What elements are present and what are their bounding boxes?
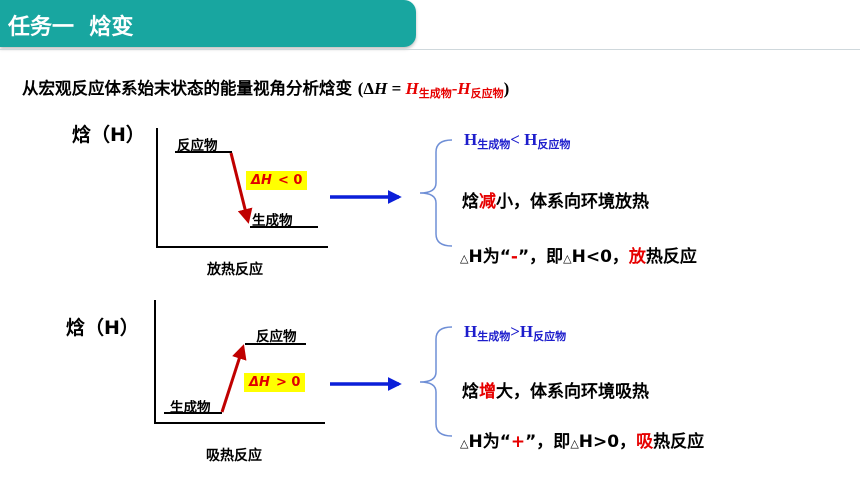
exo-line-enthalpy: 焓减小，体系向环境放热 — [462, 192, 649, 212]
subtitle-formula: (ΔH = H生成物-H反应物) — [357, 79, 510, 100]
endo-dh-badge: ΔH> 0 — [244, 373, 306, 392]
page-title: 任务一 焓变 — [8, 15, 134, 40]
endo-caption: 吸热反应 — [206, 448, 262, 464]
endo-energy-arrow — [220, 344, 247, 413]
exo-comparison: H生成物< H反应物 — [464, 130, 571, 151]
exo-product-label: 生成物 — [252, 213, 293, 229]
exo-axis-title: 焓（H） — [72, 124, 145, 146]
endo-brace — [419, 326, 453, 437]
endo-line-sign: △H为“+”，即△H>0，吸热反应 — [460, 432, 705, 452]
exo-brace — [419, 139, 453, 247]
endo-axes — [154, 300, 325, 424]
endo-comparison: H生成物>H反应物 — [464, 322, 567, 343]
header-divider — [0, 49, 860, 50]
exo-caption: 放热反应 — [207, 262, 263, 278]
exo-axes — [156, 128, 328, 248]
endo-product-label: 生成物 — [170, 400, 211, 416]
exo-line-sign: △H为“-”，即△H<0，放热反应 — [460, 247, 697, 267]
subtitle: 从宏观反应体系始末状态的能量视角分析焓变 (ΔH = H生成物-H反应物) — [22, 75, 509, 101]
exo-dh-badge: ΔH< 0 — [246, 171, 308, 190]
exo-reactant-label: 反应物 — [177, 138, 218, 154]
exo-energy-arrow — [229, 152, 253, 224]
endo-reactant-label: 反应物 — [256, 329, 297, 345]
endo-axis-title: 焓（H） — [66, 317, 139, 339]
subtitle-text: 从宏观反应体系始末状态的能量视角分析焓变 — [22, 79, 352, 98]
header-bar: 任务一 焓变 — [0, 0, 416, 47]
endo-line-enthalpy: 焓增大，体系向环境吸热 — [462, 382, 649, 402]
